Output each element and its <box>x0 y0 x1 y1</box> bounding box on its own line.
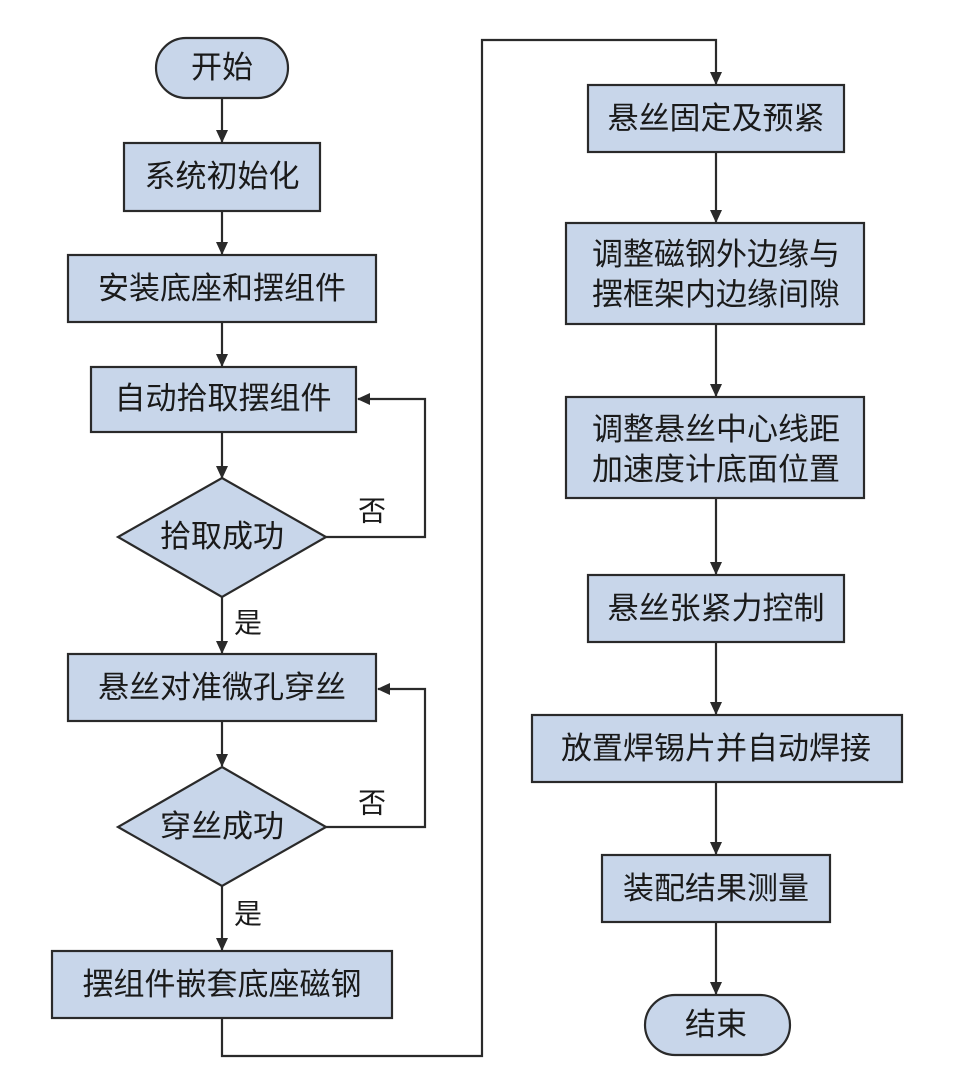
edge-label-thread-yes: 是 <box>234 898 262 931</box>
node-thread: 悬丝对准微孔穿丝 <box>66 652 378 723</box>
node-measure-label: 装配结果测量 <box>623 871 809 907</box>
node-adjust-center: 调整悬丝中心线距 加速度计底面位置 <box>564 395 866 500</box>
node-end-label: 结束 <box>685 1007 747 1043</box>
edge-pick-no-loop <box>326 393 427 539</box>
node-start: 开始 <box>154 36 290 100</box>
node-embed-label: 摆组件嵌套底座磁钢 <box>83 967 362 1003</box>
node-tension-label: 悬丝张紧力控制 <box>608 591 825 627</box>
node-init-label: 系统初始化 <box>145 159 300 195</box>
edge-embed-fix <box>220 38 722 1058</box>
node-install: 安装底座和摆组件 <box>66 253 378 324</box>
node-solder: 放置焊锡片并自动焊接 <box>530 713 904 784</box>
node-pick: 自动拾取摆组件 <box>89 365 358 434</box>
node-thread-ok-label: 穿丝成功 <box>160 809 284 845</box>
node-thread-label: 悬丝对准微孔穿丝 <box>98 670 346 706</box>
node-pick-label: 自动拾取摆组件 <box>115 381 332 417</box>
node-install-label: 安装底座和摆组件 <box>98 271 346 307</box>
node-measure: 装配结果测量 <box>600 853 832 924</box>
node-fix: 悬丝固定及预紧 <box>586 83 846 154</box>
node-solder-label: 放置焊锡片并自动焊接 <box>561 731 871 767</box>
connectors <box>216 38 722 1058</box>
node-end: 结束 <box>643 993 792 1057</box>
node-adjust-gap-line2: 摆框架内边缘间隙 <box>592 277 840 313</box>
node-start-label: 开始 <box>191 50 253 86</box>
node-init: 系统初始化 <box>122 141 322 213</box>
node-adjust-center-line2: 加速度计底面位置 <box>592 452 840 488</box>
node-fix-label: 悬丝固定及预紧 <box>608 101 825 137</box>
edge-label-pick-yes: 是 <box>234 607 262 640</box>
node-pick-ok: 拾取成功 <box>115 476 329 599</box>
edge-thread-no-loop <box>326 683 427 829</box>
node-adjust-center-line1: 调整悬丝中心线距 <box>592 412 840 448</box>
node-thread-ok: 穿丝成功 <box>115 765 329 888</box>
edge-label-thread-no: 否 <box>358 787 386 820</box>
node-adjust-gap: 调整磁钢外边缘与 摆框架内边缘间隙 <box>564 221 866 326</box>
node-adjust-gap-line1: 调整磁钢外边缘与 <box>592 237 840 273</box>
edge-label-pick-no: 否 <box>358 495 386 528</box>
node-tension: 悬丝张紧力控制 <box>586 573 846 644</box>
node-pick-ok-label: 拾取成功 <box>160 519 284 555</box>
node-embed: 摆组件嵌套底座磁钢 <box>50 949 394 1020</box>
